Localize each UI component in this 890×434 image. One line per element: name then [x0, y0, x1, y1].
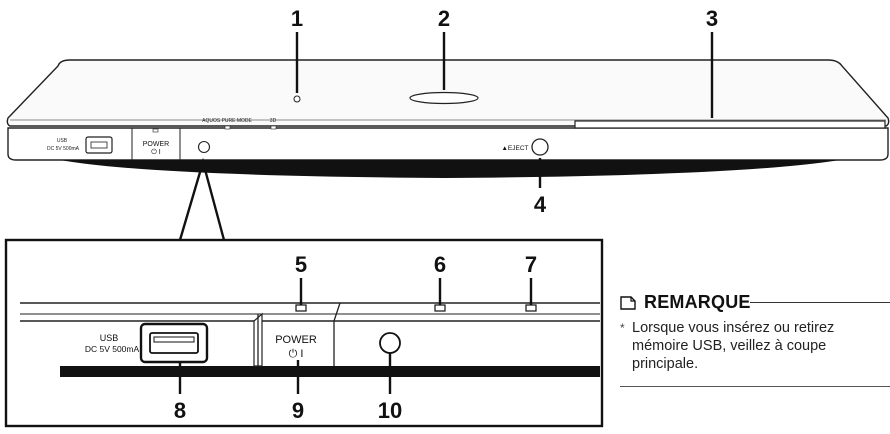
aquos-led [434, 304, 446, 312]
disc-tray-slot [574, 120, 886, 129]
note-title-rule [750, 302, 890, 303]
callout-1: 1 [291, 6, 303, 31]
note-line-2: mémoire USB, veillez à coupe [632, 338, 827, 354]
callout-9: 9 [292, 398, 304, 423]
detail-power-symbol: ⏻ I [289, 348, 304, 360]
note-line-3: principale. [632, 356, 699, 372]
callout-10: 10 [378, 398, 402, 423]
note-bottom-rule [620, 386, 890, 387]
callout-2: 2 [438, 6, 450, 31]
player-front-panel [7, 127, 889, 161]
detail-box [4, 238, 604, 428]
remote-sensor-dot [293, 95, 301, 103]
3d-label: 3D [270, 118, 277, 124]
front-power-label: POWER [143, 141, 169, 148]
front-eject-label: ▲EJECT [501, 145, 528, 152]
note-line-1: Lorsque vous insérez ou retirez [632, 320, 835, 336]
front-power-symbol: ⏻ I [151, 148, 160, 156]
eject-button[interactable] [531, 138, 549, 156]
note-title: REMARQUE [644, 292, 751, 312]
detail-power-label: POWER [275, 334, 317, 346]
callout-7: 7 [525, 252, 537, 277]
3d-led [525, 304, 537, 312]
callout-4: 4 [534, 192, 547, 217]
note-bullet: * [620, 321, 625, 335]
power-led [295, 304, 307, 312]
note-page-icon [620, 296, 636, 310]
front-ir-sensor [197, 140, 211, 154]
callout-5: 5 [295, 252, 307, 277]
front-usb-label: USB [57, 138, 68, 144]
callout-3: 3 [706, 6, 718, 31]
detail-bottom-shadow [60, 366, 600, 377]
note-header: REMARQUE [620, 292, 890, 316]
note-item: * Lorsque vous insérez ou retirez mémoir… [620, 319, 890, 373]
callout-6: 6 [434, 252, 446, 277]
zoom-connector [178, 157, 226, 241]
top-oval-window [409, 91, 479, 105]
detail-ir-sensor [379, 332, 401, 354]
callout-8: 8 [174, 398, 186, 423]
detail-usb-label: USB [100, 333, 119, 343]
front-usb-spec: DC 5V 500mA [47, 146, 80, 152]
note-panel: REMARQUE * Lorsque vous insérez ou retir… [620, 292, 890, 387]
aquos-pure-mode-label: AQUOS PURE MODE [202, 118, 252, 124]
detail-usb-spec: DC 5V 500mA [85, 344, 140, 354]
player-base-shadow [60, 160, 840, 178]
